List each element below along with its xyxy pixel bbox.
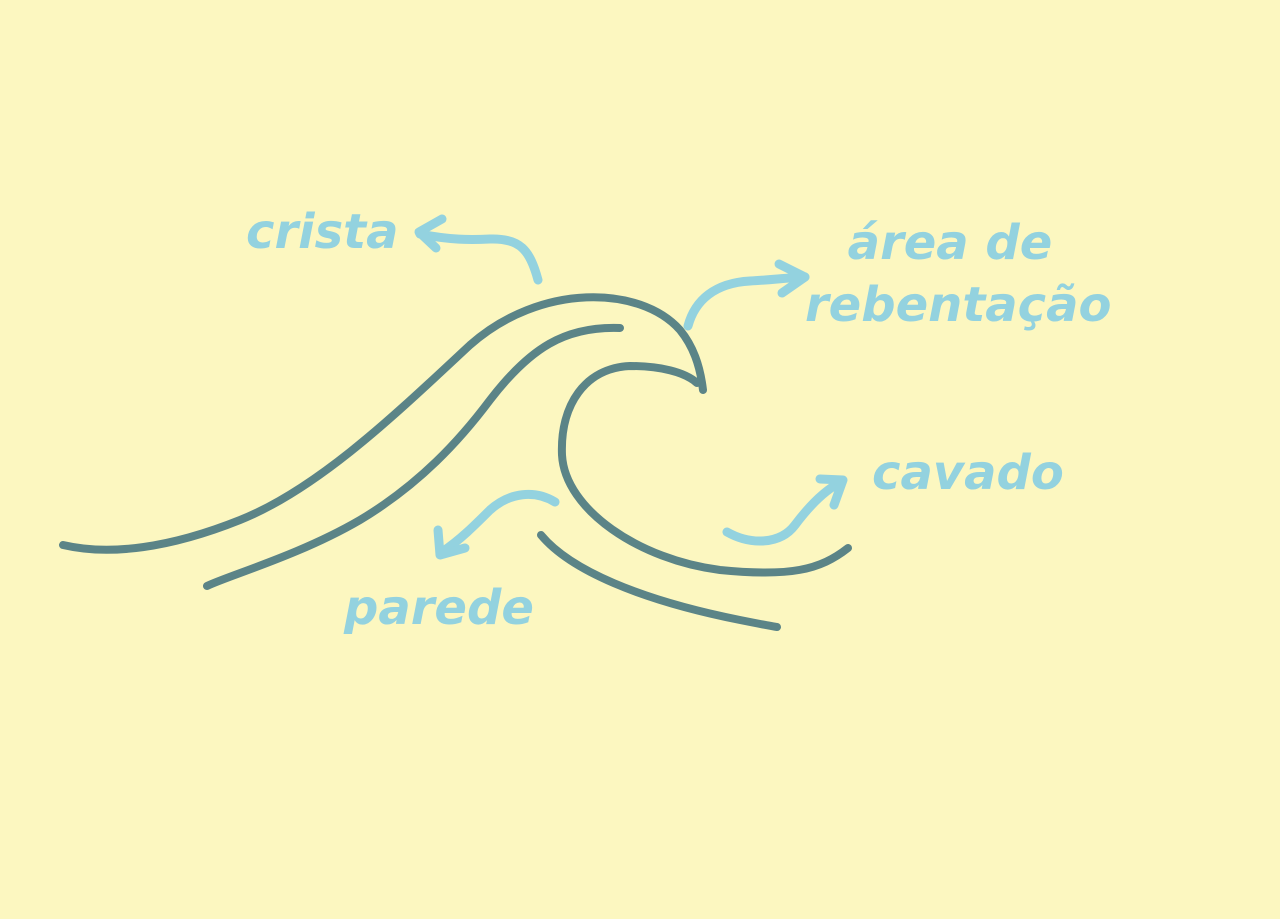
- wave-inner-line: [203, 323, 624, 590]
- crista-arrow-head-icon: [414, 214, 447, 253]
- wave-base-line: [537, 531, 781, 631]
- area-arrow-head-icon: [774, 259, 810, 298]
- label-cavado: cavado: [872, 445, 1064, 501]
- parede-arrow-line: [437, 489, 560, 557]
- label-area-line1: área de: [847, 215, 1053, 271]
- wave-curl-line: [557, 362, 852, 577]
- label-area-de-rebentacao: área de rebentação: [805, 212, 1112, 336]
- label-parede: parede: [344, 580, 534, 636]
- cavado-arrow-line: [722, 477, 846, 546]
- wave-outer-line: [59, 293, 707, 554]
- label-area-line2: rebentação: [805, 277, 1112, 333]
- label-crista: crista: [246, 204, 399, 260]
- cavado-arrow-head-icon: [815, 474, 848, 510]
- area-arrow-line: [683, 272, 810, 331]
- crista-arrow-line: [415, 229, 543, 285]
- parede-arrow-head-icon: [433, 525, 470, 560]
